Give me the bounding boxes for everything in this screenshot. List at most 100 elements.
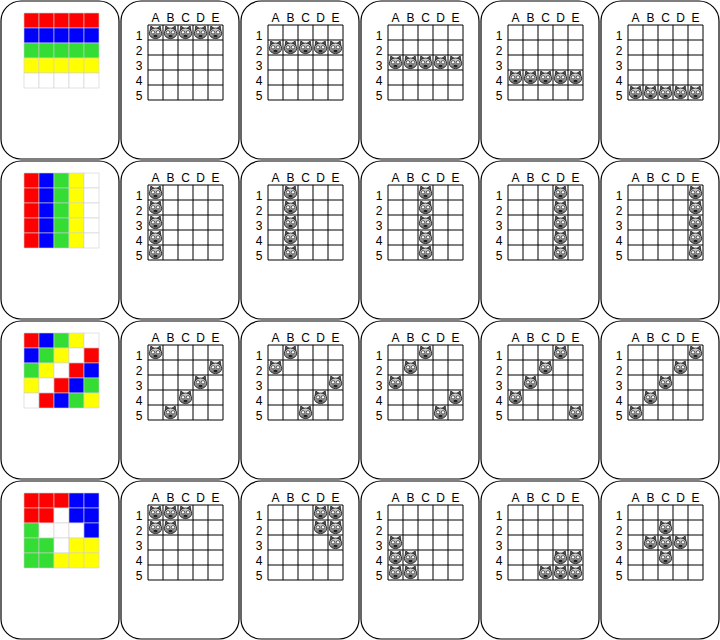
grid-line — [388, 420, 463, 421]
row-number-box: 3 — [372, 376, 387, 390]
cat-icon — [509, 391, 521, 404]
column-letter-box: B — [643, 8, 658, 22]
grid-line — [268, 375, 343, 376]
cat-nose — [319, 530, 323, 533]
cat-icon — [314, 521, 326, 534]
pattern-cell — [54, 378, 69, 393]
pattern-cell — [69, 73, 84, 88]
cat-eye — [526, 76, 529, 79]
row-number-box: 1 — [252, 26, 267, 40]
row-number-box: 4 — [252, 231, 267, 245]
cat-nose — [424, 355, 428, 358]
cat-head — [434, 58, 446, 69]
grid-line — [148, 215, 223, 216]
cat-icon — [539, 71, 551, 84]
row-number-box: 5 — [252, 246, 267, 260]
row-number-box: 4 — [132, 231, 147, 245]
board-grid — [508, 505, 583, 580]
row-number-box: 3 — [612, 536, 627, 550]
grid-line — [508, 70, 583, 71]
cat-eye — [171, 511, 174, 514]
row-number: 2 — [136, 364, 143, 378]
cat-eye — [286, 236, 289, 239]
cat-nose — [439, 415, 443, 418]
row-number: 1 — [256, 29, 263, 43]
grid-line — [388, 260, 463, 261]
column-letter: C — [181, 491, 190, 505]
cat-eye — [156, 191, 159, 194]
cat-head — [389, 568, 401, 579]
cat-nose — [694, 210, 698, 213]
grid-line — [673, 185, 674, 260]
cat-icon — [644, 86, 656, 99]
grid-line — [388, 200, 463, 201]
grid-line — [148, 100, 223, 101]
row-number: 1 — [136, 349, 143, 363]
cat-eye — [571, 76, 574, 79]
pattern-cell — [54, 203, 69, 218]
grid-line — [148, 520, 223, 521]
column-letter-box: A — [388, 488, 403, 502]
column-letter-box: D — [313, 8, 328, 22]
cat-nose — [664, 545, 668, 548]
grid-line — [538, 345, 539, 420]
column-letter-box: C — [658, 8, 673, 22]
cat-nose — [424, 195, 428, 198]
cat-eye — [636, 411, 639, 414]
cat-eye — [291, 46, 294, 49]
cat-head — [419, 188, 431, 199]
pattern-cell — [69, 203, 84, 218]
column-letter: B — [526, 11, 534, 25]
cat-icon — [674, 86, 686, 99]
cat-head — [689, 203, 701, 214]
grid-line — [178, 345, 179, 420]
pattern-cell — [24, 58, 39, 73]
cat-icon — [149, 186, 161, 199]
cat-nose — [634, 95, 638, 98]
row-number: 4 — [376, 234, 383, 248]
row-number: 4 — [256, 554, 263, 568]
cat-eye — [691, 236, 694, 239]
column-letter-box: D — [673, 168, 688, 182]
cat-eye — [336, 381, 339, 384]
column-letter: D — [316, 491, 325, 505]
grid-line — [508, 390, 583, 391]
cat-head — [659, 378, 671, 389]
column-letter-box: B — [403, 168, 418, 182]
column-letter: D — [316, 11, 325, 25]
row-number: 5 — [616, 249, 623, 263]
cat-head — [674, 88, 686, 99]
row-number: 1 — [496, 349, 503, 363]
grid-line — [298, 505, 299, 580]
cat-nose — [649, 545, 653, 548]
grid-line — [268, 185, 269, 260]
row-number-box: 2 — [252, 361, 267, 375]
grid-line — [268, 550, 343, 551]
cat-eye — [151, 191, 154, 194]
row-number-box: 1 — [492, 26, 507, 40]
pattern-cell — [84, 28, 99, 43]
row-number-box: 5 — [612, 566, 627, 580]
grid-line — [148, 200, 223, 201]
grid-line — [508, 25, 509, 100]
column-letter-box: B — [523, 168, 538, 182]
grid-line — [508, 405, 583, 406]
column-letter: B — [406, 491, 414, 505]
cat-nose — [649, 95, 653, 98]
pattern-cell — [69, 378, 84, 393]
cat-head — [284, 218, 296, 229]
row-number: 3 — [256, 219, 263, 233]
cat-nose — [274, 370, 278, 373]
column-letter: A — [271, 171, 279, 185]
cat-eye — [396, 381, 399, 384]
column-letter: E — [571, 11, 579, 25]
cat-head — [659, 88, 671, 99]
column-letter: E — [331, 11, 339, 25]
pattern-cell — [69, 333, 84, 348]
row-number-box: 2 — [492, 521, 507, 535]
pattern-cell — [24, 218, 39, 233]
row-number: 3 — [376, 379, 383, 393]
cat-eye — [676, 91, 679, 94]
card — [601, 161, 719, 319]
grid-line — [628, 550, 703, 551]
